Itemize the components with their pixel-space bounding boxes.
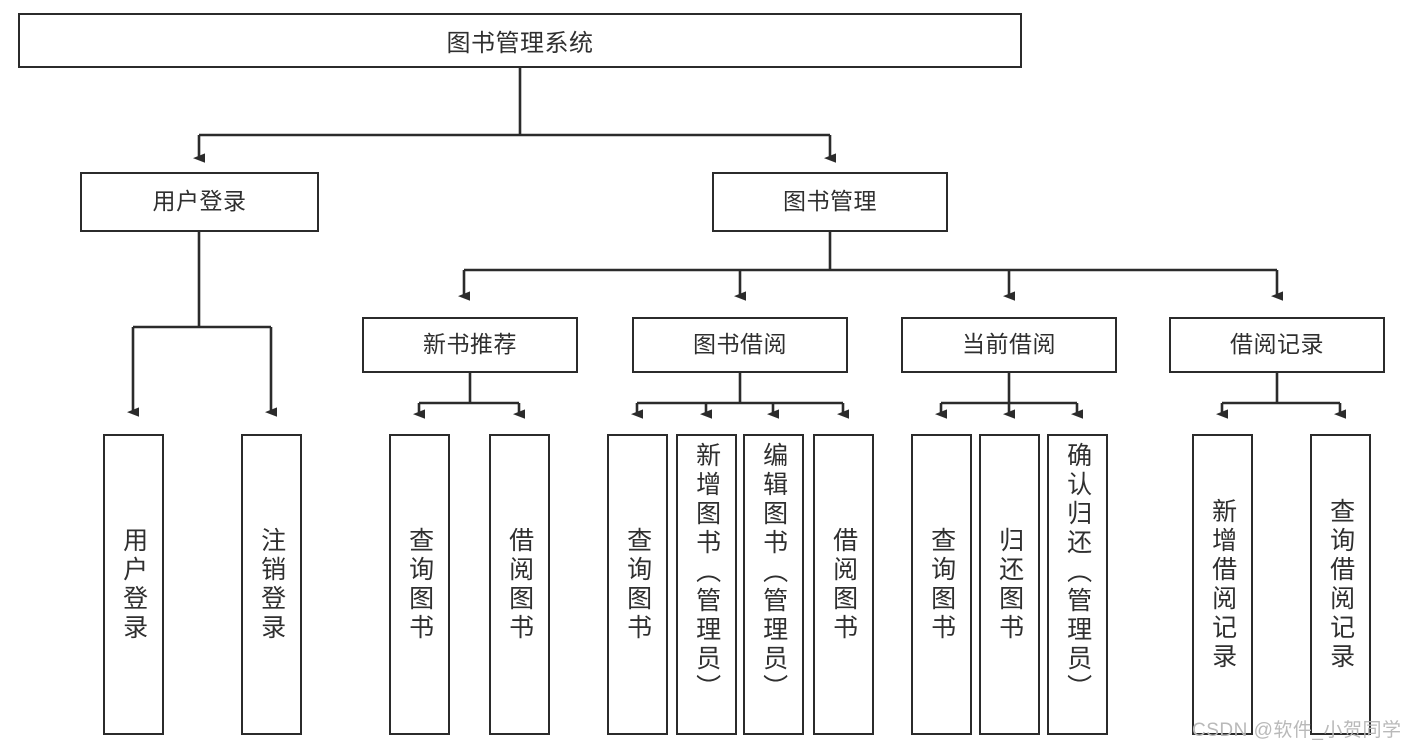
node-label: 查询图书 bbox=[927, 526, 956, 643]
leaf-new-book-borrow-book[interactable]: 借阅图书 bbox=[489, 434, 550, 735]
leaf-book-borrow-query-book[interactable]: 查询图书 bbox=[607, 434, 668, 735]
node-label: 归还图书 bbox=[995, 526, 1024, 643]
node-label: 新增图书（管理员） bbox=[692, 442, 721, 703]
leaf-book-borrow-edit-book-admin[interactable]: 编辑图书（管理员） bbox=[743, 434, 804, 735]
leaf-current-borrow-return-book[interactable]: 归还图书 bbox=[979, 434, 1040, 735]
node-root-book-management-system[interactable]: 图书管理系统 bbox=[18, 13, 1022, 68]
node-label: 图书借阅 bbox=[693, 331, 787, 358]
node-label: 当前借阅 bbox=[962, 331, 1056, 358]
node-label: 用户登录 bbox=[152, 188, 247, 215]
node-label: 新增借阅记录 bbox=[1208, 497, 1237, 672]
node-borrow-record[interactable]: 借阅记录 bbox=[1169, 317, 1385, 373]
leaf-book-borrow-borrow-book[interactable]: 借阅图书 bbox=[813, 434, 874, 735]
node-label: 查询图书 bbox=[405, 526, 434, 643]
node-book-management[interactable]: 图书管理 bbox=[712, 172, 948, 232]
node-label: 用户登录 bbox=[119, 526, 148, 643]
leaf-current-borrow-query-book[interactable]: 查询图书 bbox=[911, 434, 972, 735]
node-label: 借阅记录 bbox=[1230, 331, 1324, 358]
node-label: 查询借阅记录 bbox=[1326, 497, 1355, 672]
leaf-book-borrow-add-book-admin[interactable]: 新增图书（管理员） bbox=[676, 434, 737, 735]
node-label: 借阅图书 bbox=[505, 526, 534, 643]
node-book-borrow[interactable]: 图书借阅 bbox=[632, 317, 848, 373]
leaf-user-login-logout[interactable]: 注销登录 bbox=[241, 434, 302, 735]
node-label: 图书管理 bbox=[783, 188, 877, 215]
leaf-borrow-record-add-record[interactable]: 新增借阅记录 bbox=[1192, 434, 1253, 735]
node-label: 编辑图书（管理员） bbox=[759, 442, 788, 703]
node-current-borrow[interactable]: 当前借阅 bbox=[901, 317, 1117, 373]
leaf-current-borrow-confirm-return-admin[interactable]: 确认归还（管理员） bbox=[1047, 434, 1108, 735]
leaf-user-login-login[interactable]: 用户登录 bbox=[103, 434, 164, 735]
node-label: 借阅图书 bbox=[829, 526, 858, 643]
node-label: 新书推荐 bbox=[423, 331, 517, 358]
node-label: 确认归还（管理员） bbox=[1063, 442, 1092, 703]
node-label: 注销登录 bbox=[257, 526, 286, 643]
node-user-login[interactable]: 用户登录 bbox=[80, 172, 319, 232]
leaf-borrow-record-query-record[interactable]: 查询借阅记录 bbox=[1310, 434, 1371, 735]
leaf-new-book-query-book[interactable]: 查询图书 bbox=[389, 434, 450, 735]
node-label: 查询图书 bbox=[623, 526, 652, 643]
node-label: 图书管理系统 bbox=[446, 30, 594, 57]
node-new-book-recommend[interactable]: 新书推荐 bbox=[362, 317, 578, 373]
csdn-watermark: CSDN @软件_小贺同学 bbox=[1192, 720, 1402, 741]
